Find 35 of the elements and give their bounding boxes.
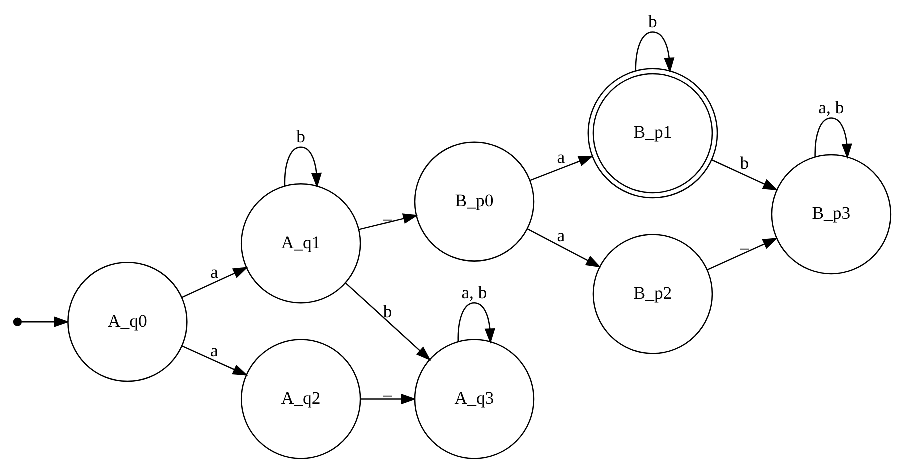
node-circle: B_p2	[592, 234, 714, 354]
arrow	[635, 32, 675, 74]
arrow	[530, 156, 594, 182]
edge-label: b	[383, 301, 392, 322]
arrow	[360, 394, 416, 405]
node-circle: B_p1	[588, 68, 718, 199]
arrow	[707, 238, 778, 271]
arrow	[284, 146, 322, 188]
arrow	[182, 267, 248, 298]
node-circle: B_p3	[771, 154, 892, 275]
arrow	[22, 316, 70, 328]
arrow	[712, 159, 778, 191]
node-circle: A_q2	[240, 339, 362, 460]
arrow	[182, 346, 248, 376]
arrow	[814, 118, 852, 160]
node-circle: B_p0	[414, 142, 535, 262]
node-point	[13, 318, 22, 326]
edge-label: _	[383, 378, 392, 398]
edge-label: _	[383, 202, 392, 223]
node-circle: A_q1	[240, 183, 362, 304]
edge-label: a, b	[818, 97, 844, 118]
edge-label: a	[210, 340, 218, 360]
edge-label: b	[740, 153, 750, 174]
node-circle: A_q0	[68, 262, 188, 382]
edge-label: a	[210, 262, 218, 282]
arrow	[346, 282, 432, 361]
edge-label: a	[557, 225, 566, 246]
edge-label: b	[648, 11, 658, 32]
edge-label: a, b	[462, 282, 488, 302]
arrow	[458, 302, 496, 344]
edge-label: _	[740, 232, 750, 252]
edge-label: b	[296, 126, 306, 147]
arrow	[359, 214, 418, 230]
edge-label: a	[557, 146, 566, 167]
arrow	[527, 228, 602, 268]
